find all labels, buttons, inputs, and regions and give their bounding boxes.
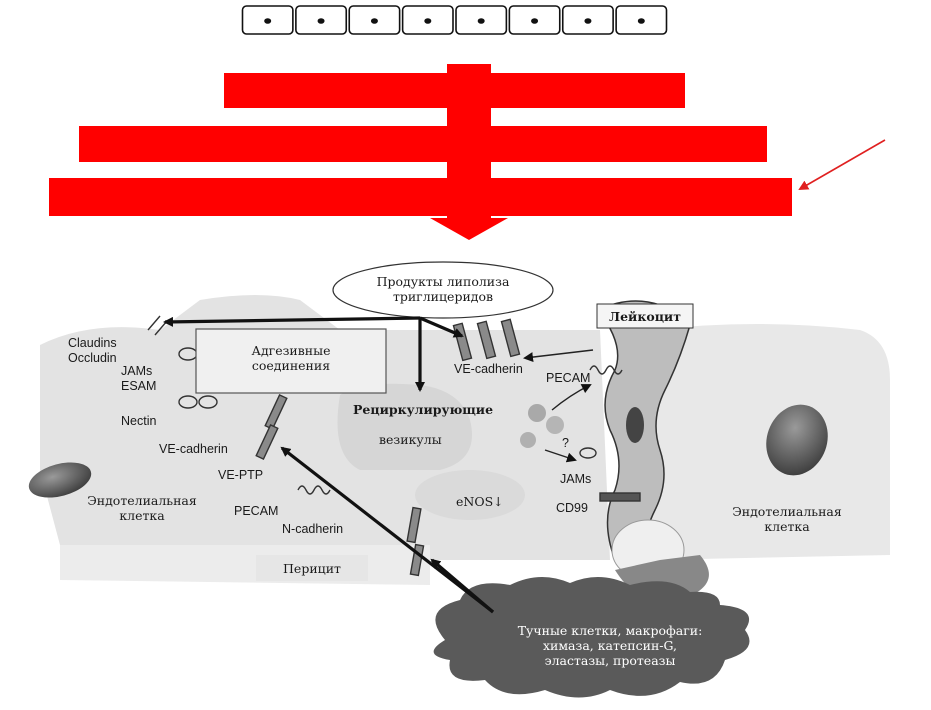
nucleus-right xyxy=(766,404,828,476)
vesicles-label: везикулы xyxy=(379,432,442,447)
junction-molecules xyxy=(147,315,641,577)
endothelial-right-label: Эндотелиальная клетка xyxy=(712,504,862,534)
enos-label: eNOS↓ xyxy=(456,494,504,509)
endothelial-right-line-2: клетка xyxy=(764,519,810,534)
occludin-label: Occludin xyxy=(68,351,117,365)
pecam-coil-top xyxy=(589,365,623,375)
nectin-label: Nectin xyxy=(121,414,157,428)
nucleus-left xyxy=(28,462,92,498)
pecam-coil-left xyxy=(297,485,331,495)
mast-line-1: Тучные клетки, макрофаги: xyxy=(517,623,703,638)
adhesion-junction-box xyxy=(195,328,387,394)
jams-left-label: JAMs xyxy=(121,364,153,378)
monolayer-nucleus xyxy=(477,18,485,24)
esam-label: ESAM xyxy=(121,379,157,393)
monolayer-nucleus xyxy=(584,18,592,24)
lipolysis-label: Продукты липолиза триглицеридов xyxy=(360,274,526,304)
cell-monolayer-strip xyxy=(241,5,668,35)
monolayer-nucleus xyxy=(317,18,325,24)
mast-cell-label: Тучные клетки, макрофаги: химаза, катепс… xyxy=(500,623,720,668)
monolayer-nucleus xyxy=(531,18,539,24)
vesicle-to-pecam-arrow xyxy=(551,384,592,411)
endothelial-left-line-1: Эндотелиальная xyxy=(87,493,197,508)
adhesion-label: Адгезивные соединения xyxy=(200,343,382,373)
pericyte-label: Перицит xyxy=(283,561,341,576)
monolayer-nucleus xyxy=(370,18,378,24)
recycling-label: Рециркулирующие xyxy=(353,402,494,417)
mast-line-2: химаза, катепсин-G, xyxy=(542,638,678,653)
vesicle-to-jams-arrow xyxy=(544,449,577,463)
endothelial-right-line-1: Эндотелиальная xyxy=(732,504,842,519)
leukocyte-label-box xyxy=(596,303,694,329)
lipolysis-line-1: Продукты липолиза xyxy=(376,274,510,289)
monolayer-nucleus xyxy=(637,18,645,24)
question-mark: ? xyxy=(562,436,569,450)
black-arrows xyxy=(163,316,495,614)
lipolysis-line-2: триглицеридов xyxy=(392,289,494,304)
ve-cadherin-top-label: VE-cadherin xyxy=(454,362,523,376)
pecam-top-label: PECAM xyxy=(546,371,591,385)
endothelial-left-label: Эндотелиальная клетка xyxy=(62,493,222,523)
red-arrow-graphic xyxy=(49,64,792,240)
lipolysis-bubble xyxy=(332,261,554,319)
leukocyte-label: Лейкоцит xyxy=(609,309,681,324)
pecam-thin-arrow xyxy=(523,349,594,363)
ve-ptp-label: VE-PTP xyxy=(218,468,264,482)
claudins-label: Claudins xyxy=(68,336,117,350)
adhesion-line-2: соединения xyxy=(251,358,331,373)
jams-right-label: JAMs xyxy=(560,472,592,486)
mast-cell-cloud xyxy=(433,576,750,698)
pecam-left-label: PECAM xyxy=(234,504,279,518)
cd99-label: CD99 xyxy=(556,501,588,515)
mast-line-3: эластазы, протеазы xyxy=(544,653,676,668)
thin-red-pointer-arrow xyxy=(798,139,886,190)
n-cadherin-label: N-cadherin xyxy=(282,522,344,536)
ve-cadherin-left-label: VE-cadherin xyxy=(159,442,228,456)
endothelial-left-line-2: клетка xyxy=(119,508,165,523)
monolayer-nucleus xyxy=(424,18,432,24)
vesicle-group xyxy=(520,404,564,448)
adhesion-line-1: Адгезивные xyxy=(251,343,331,358)
pericyte-box xyxy=(256,555,368,581)
monolayer-nucleus xyxy=(264,18,272,24)
